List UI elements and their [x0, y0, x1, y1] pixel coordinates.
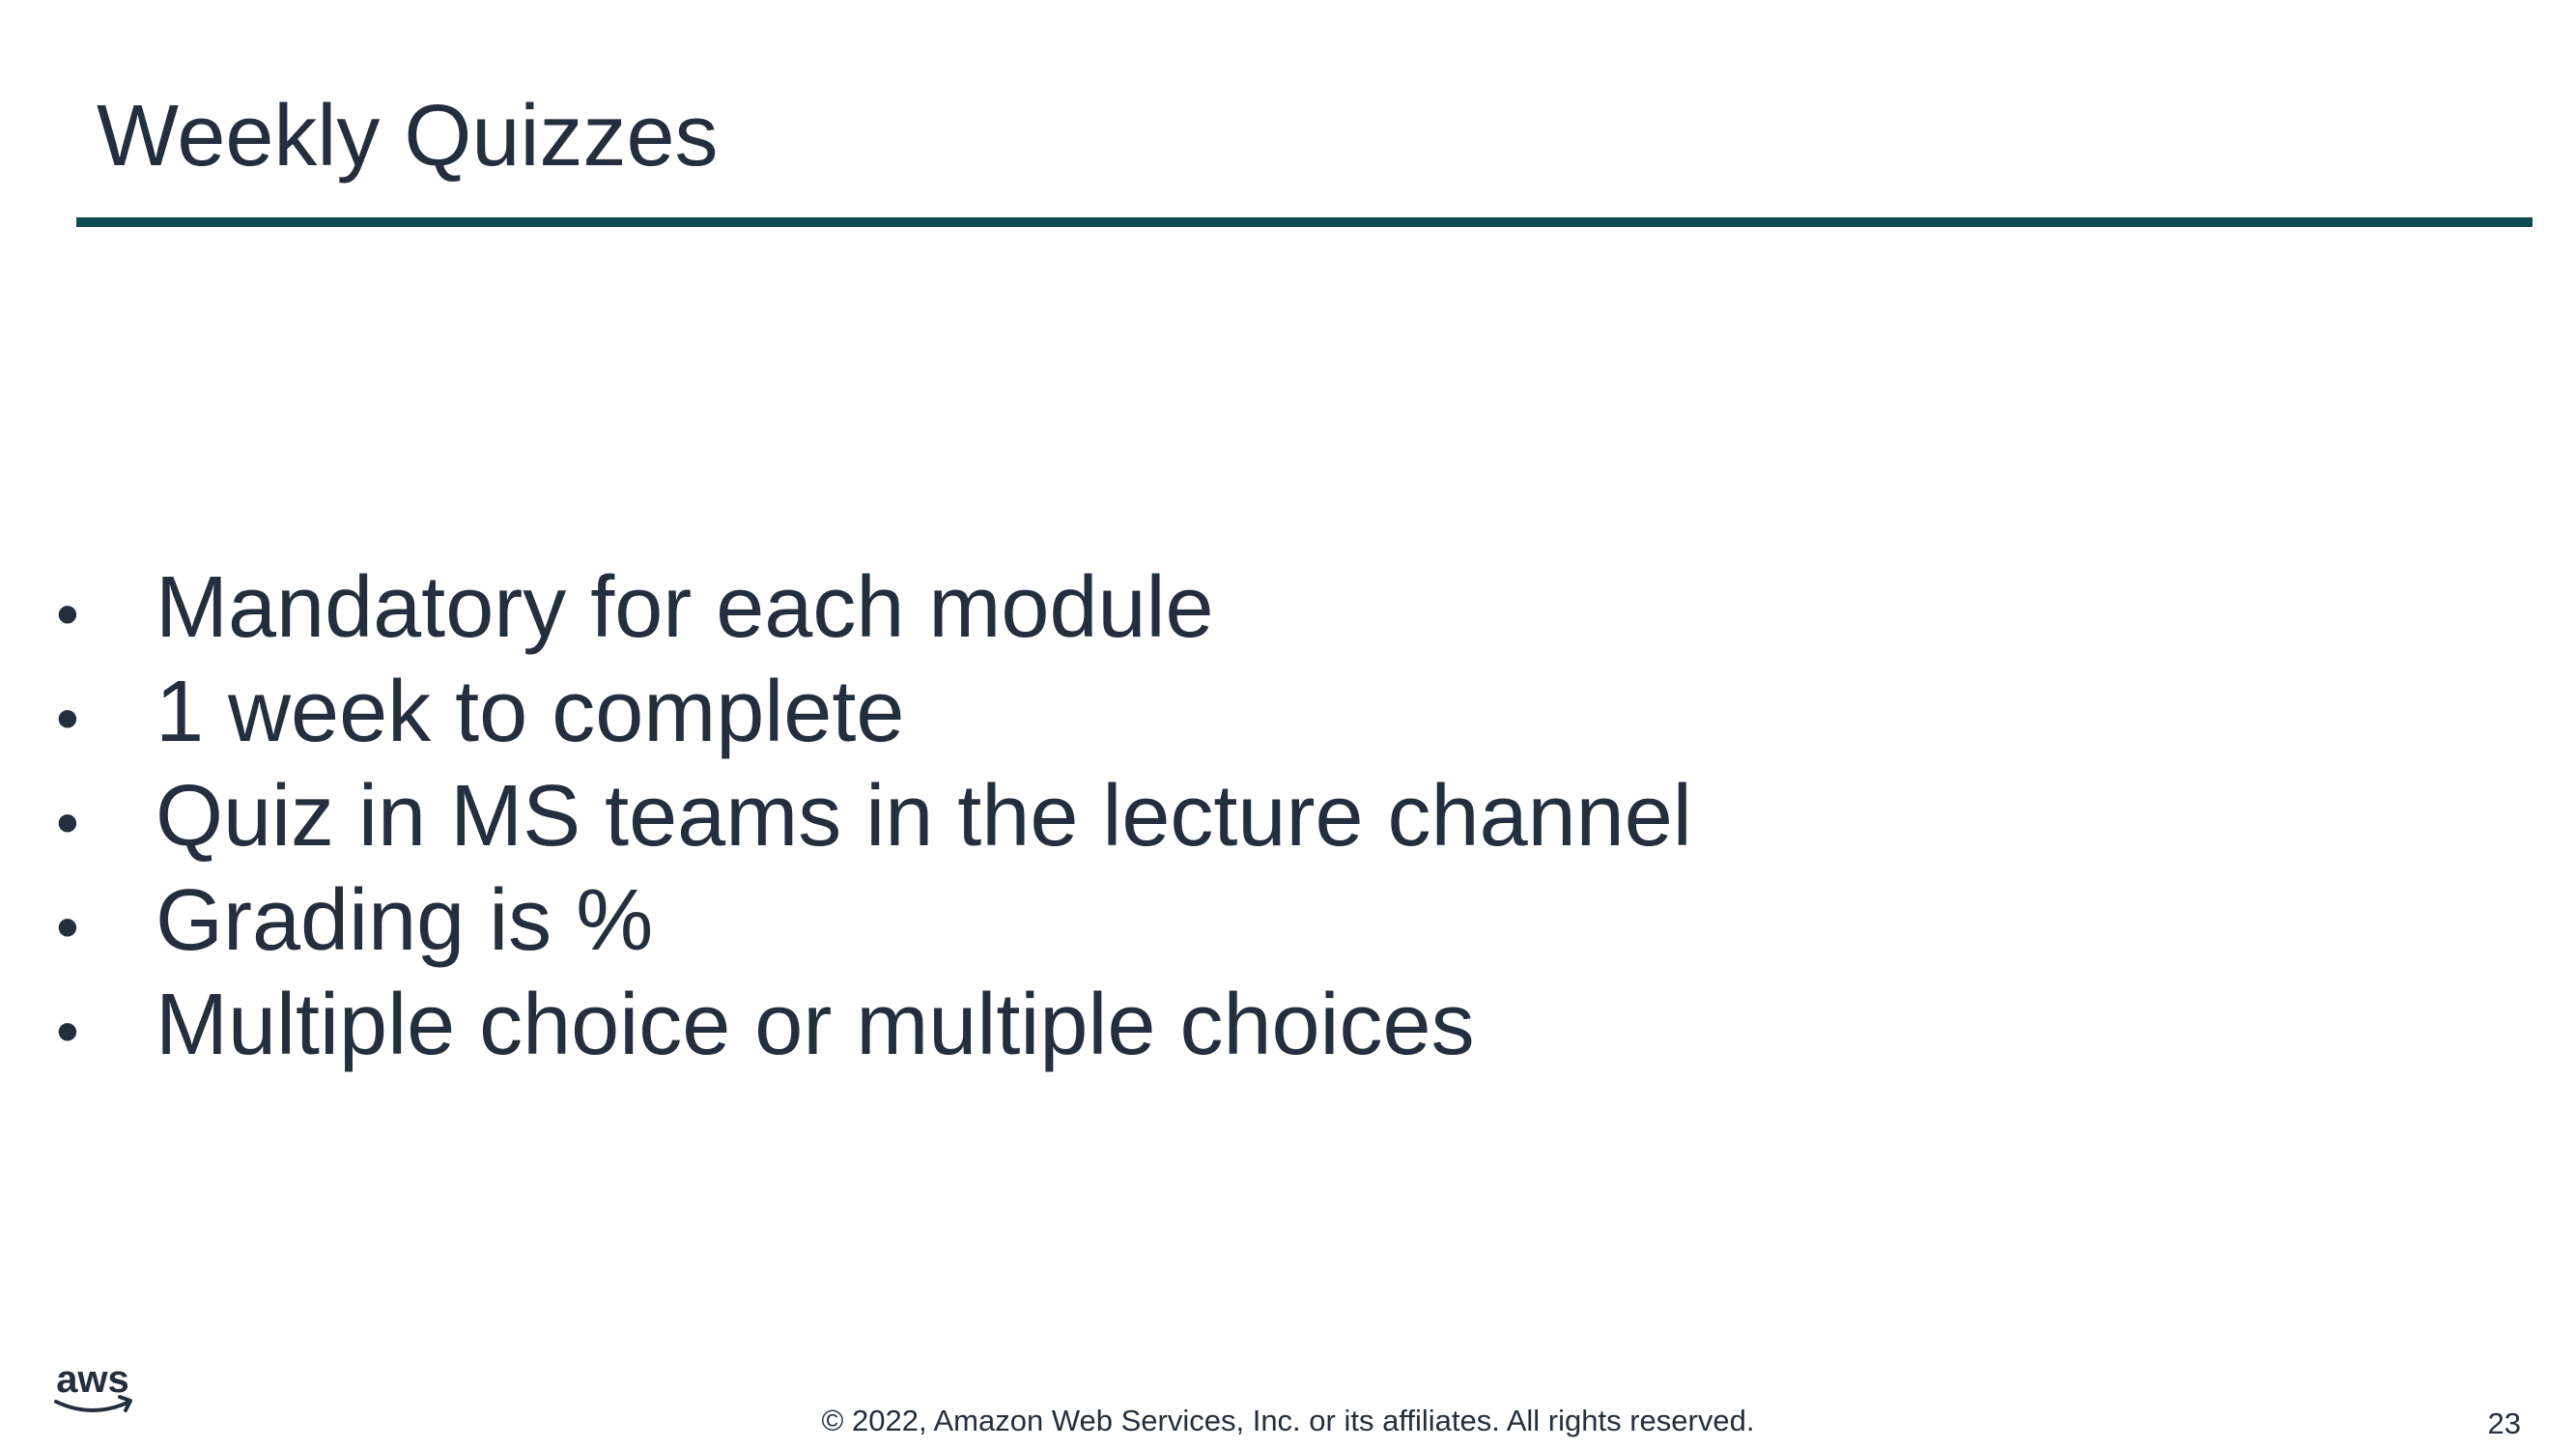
slide-title: Weekly Quizzes [97, 88, 719, 185]
bullet-list: • Mandatory for each module • 1 week to … [48, 555, 1692, 1077]
bullet-text: Quiz in MS teams in the lecture channel [156, 768, 1692, 865]
bullet-text: Mandatory for each module [156, 559, 1214, 656]
bullet-marker: • [56, 995, 79, 1068]
bullet-text: 1 week to complete [156, 664, 905, 760]
bullet-item: • Quiz in MS teams in the lecture channe… [48, 764, 1692, 868]
title-divider [76, 217, 2533, 227]
bullet-marker: • [56, 682, 79, 755]
bullet-text: Multiple choice or multiple choices [156, 977, 1475, 1073]
bullet-item: • Grading is % [48, 868, 1692, 973]
bullet-text: Grading is % [156, 872, 654, 969]
bullet-marker: • [56, 578, 79, 651]
bullet-marker: • [56, 786, 79, 860]
bullet-item: • Mandatory for each module [48, 555, 1692, 660]
bullet-item: • 1 week to complete [48, 660, 1692, 764]
bullet-marker: • [56, 891, 79, 964]
aws-logo-text: aws [56, 1358, 129, 1401]
copyright-notice: © 2022, Amazon Web Services, Inc. or its… [821, 1404, 1755, 1437]
page-number: 23 [2487, 1406, 2521, 1440]
bullet-item: • Multiple choice or multiple choices [48, 973, 1692, 1077]
aws-logo: aws [54, 1358, 132, 1412]
